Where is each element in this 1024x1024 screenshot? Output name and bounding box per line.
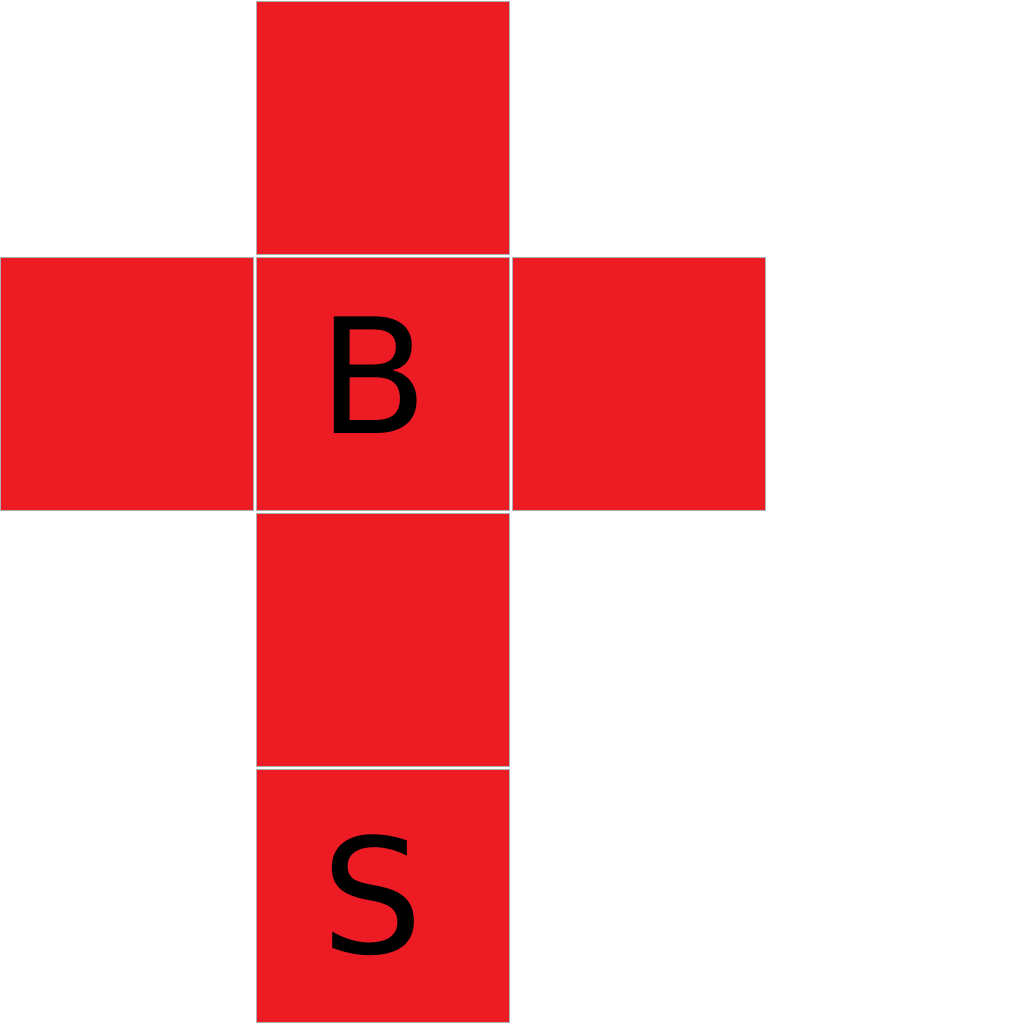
cube-face-lower bbox=[256, 513, 510, 767]
face-label-center: B bbox=[318, 284, 428, 471]
cube-face-top bbox=[256, 1, 510, 255]
cube-face-right bbox=[512, 257, 766, 511]
cube-face-center: B bbox=[256, 257, 510, 511]
face-label-bottom: S bbox=[321, 804, 423, 991]
cube-face-bottom: S bbox=[256, 769, 510, 1023]
cube-face-left bbox=[0, 257, 254, 511]
